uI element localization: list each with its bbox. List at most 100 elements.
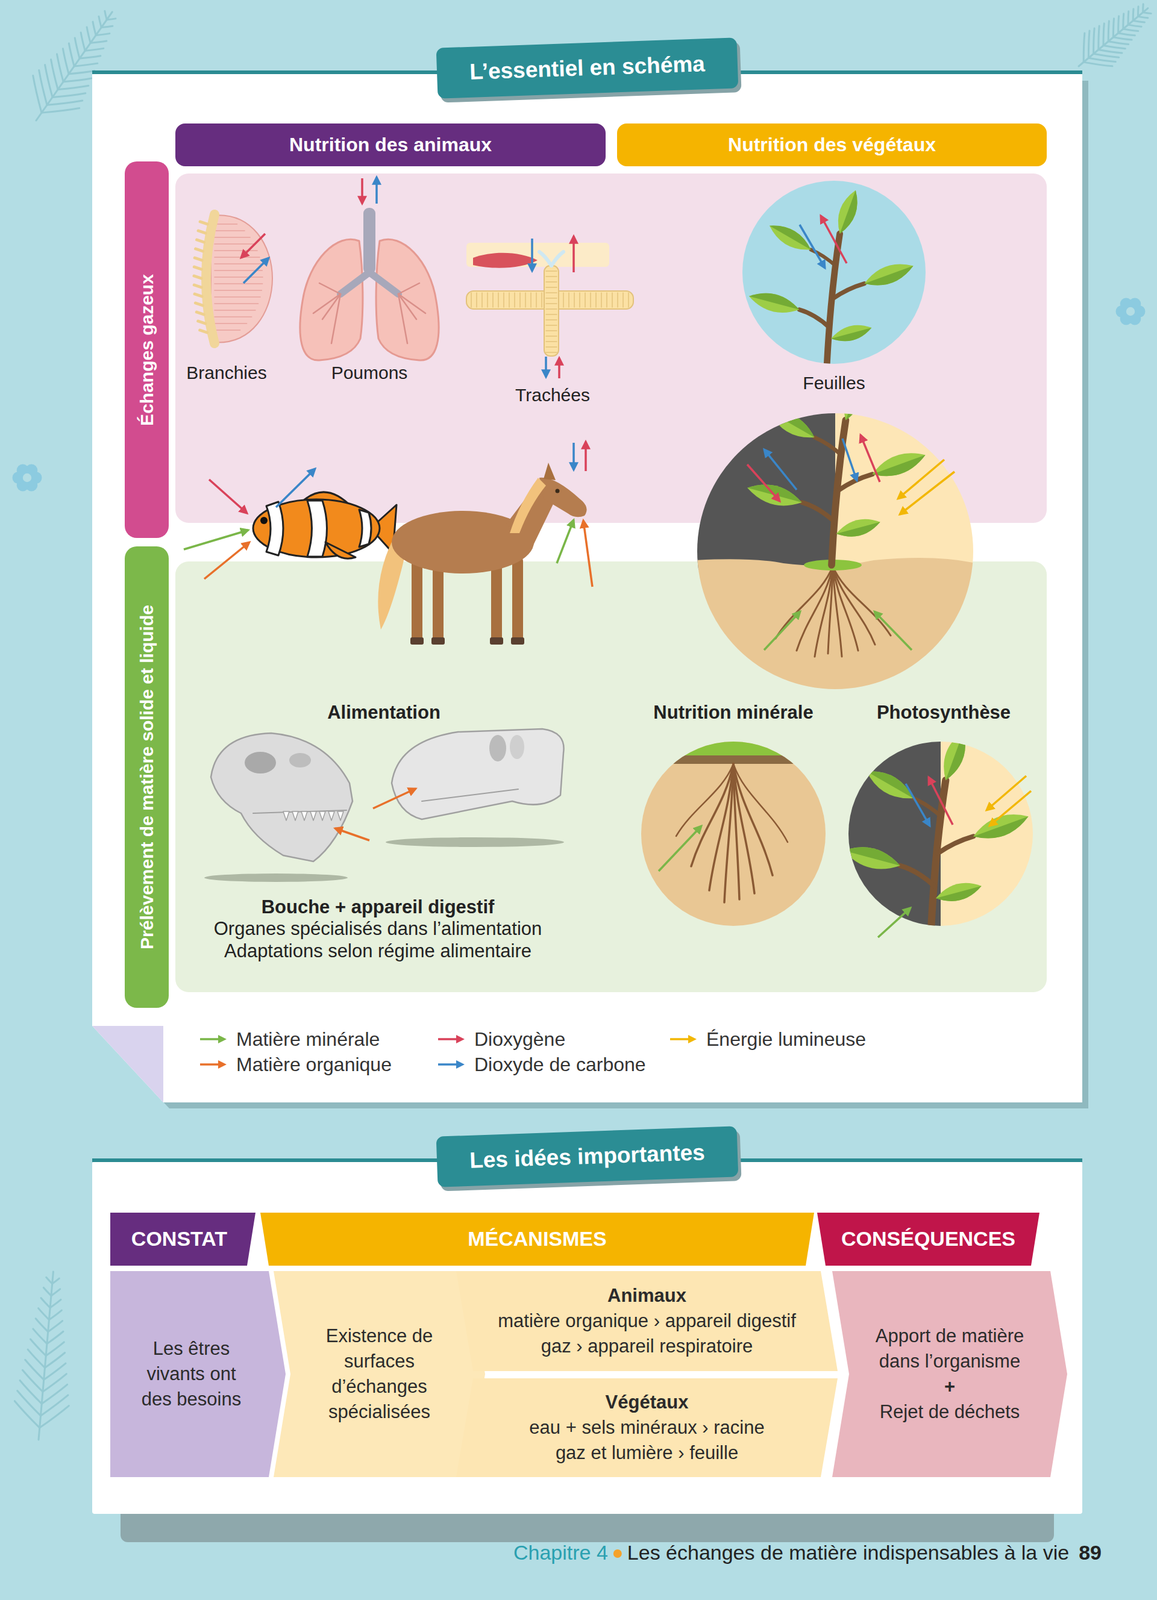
fern-leaflet <box>42 1372 67 1395</box>
muscle <box>473 253 538 269</box>
carnivore-skull <box>210 733 353 862</box>
title-text: L’essentiel en schéma <box>468 51 706 85</box>
trachea-trunk <box>544 265 559 357</box>
box-heading: Animaux <box>607 1283 687 1309</box>
part-label: Branchies <box>186 362 267 384</box>
soil <box>638 739 832 933</box>
trachea-ring <box>545 341 557 343</box>
column-header: CONSÉQUENCES <box>817 1213 1040 1267</box>
label-holder: Adaptations selon régime alimentaire <box>224 940 532 963</box>
label-holder: Organes spécialisés dans l’alimentation <box>213 917 543 941</box>
flower <box>12 464 43 492</box>
trachea-ring <box>617 292 619 308</box>
grass <box>638 739 832 756</box>
trachea-ring <box>503 292 505 308</box>
legend-swatch <box>668 1033 698 1046</box>
flow-arrow <box>764 449 797 490</box>
fern-leaflet <box>1108 32 1129 54</box>
box-content: CONSÉQUENCES <box>826 1215 1030 1264</box>
leaf-shade <box>747 479 804 503</box>
section-label: Photosynthèse <box>876 701 1011 724</box>
label-holder: Chapitre 4 <box>513 1540 609 1566</box>
fern-leaflet <box>37 1308 51 1321</box>
part-label: Feuilles <box>802 372 865 395</box>
part-label: Trachées <box>515 384 590 407</box>
eye-socket <box>489 735 507 762</box>
trachea-ring <box>492 292 494 308</box>
trachea-ring <box>545 275 557 278</box>
fern-leaflet <box>94 16 107 28</box>
gill-raker <box>194 285 202 288</box>
flow-arrow <box>375 177 378 204</box>
fern-leaflet <box>40 1298 52 1309</box>
gill-filament <box>214 236 251 239</box>
gill-filament <box>214 223 238 225</box>
legend-item: Dioxygène <box>436 1027 566 1052</box>
leaf <box>829 320 874 346</box>
legend-text: Dioxyde de carbone <box>474 1053 646 1077</box>
gill-filament <box>214 309 256 311</box>
box-text: MÉCANISMES <box>467 1225 607 1254</box>
gill-filament <box>214 316 252 318</box>
swatch-head <box>456 1060 465 1070</box>
label-holder: Bouche + appareil digestif <box>261 896 495 919</box>
tooth <box>337 811 344 821</box>
bronchiole <box>398 294 408 344</box>
flow-arrow <box>572 236 575 273</box>
fern-leaflet <box>25 70 61 106</box>
trachea-ring <box>545 351 557 354</box>
stripe <box>266 501 284 556</box>
branch <box>814 437 842 456</box>
leaf <box>934 878 985 907</box>
plant <box>746 187 916 368</box>
cards <box>92 70 1089 1543</box>
fern-leaflet <box>1143 9 1152 18</box>
fern-leaflet <box>51 1288 61 1297</box>
box-heading: + <box>944 1374 956 1400</box>
leaf <box>970 807 1032 847</box>
leaf <box>862 764 918 807</box>
hoof <box>489 637 504 645</box>
fern-leaflet <box>53 48 79 75</box>
branch <box>799 309 830 328</box>
leaf-shade <box>945 731 973 784</box>
swatch-line <box>438 1038 458 1041</box>
trachea-ring <box>589 292 592 308</box>
spiracle <box>539 251 552 266</box>
fern-leaflet <box>101 21 113 32</box>
column-header: MÉCANISMES <box>260 1213 815 1267</box>
ground-shadow <box>204 873 348 883</box>
root-clip <box>638 739 832 933</box>
flow-arrow <box>584 441 587 472</box>
gill-filament <box>214 276 263 278</box>
gill-raker <box>194 275 202 279</box>
bronchiole <box>398 283 420 295</box>
eye-socket <box>244 752 276 774</box>
gill-raker <box>198 230 206 234</box>
root-circle <box>638 739 832 933</box>
swatch-line <box>200 1063 220 1067</box>
leaf <box>765 404 819 446</box>
fern-leaflet <box>90 34 107 51</box>
gill-raker <box>195 248 204 252</box>
trachea-ring <box>606 292 608 308</box>
trachea-ring <box>545 319 557 321</box>
flow-arrow <box>877 908 911 938</box>
trachea-ring <box>545 297 557 299</box>
box-content: CONSTAT <box>115 1215 244 1264</box>
fern-leaflet <box>47 85 83 121</box>
fern-leaflet <box>1133 6 1144 17</box>
bronchiole <box>319 283 341 295</box>
gill-raker <box>195 303 203 306</box>
trachea-ring <box>600 292 603 308</box>
fern-leaflet <box>1118 25 1136 43</box>
trachea-ring <box>573 292 575 308</box>
tooth <box>283 811 290 821</box>
leaf-shade <box>840 190 864 237</box>
branch <box>900 865 935 887</box>
card <box>92 1161 1083 1515</box>
gill-raker <box>197 239 205 243</box>
eye <box>555 489 560 494</box>
fern-leaflet <box>1113 28 1132 48</box>
fern-leaflet <box>101 10 111 20</box>
